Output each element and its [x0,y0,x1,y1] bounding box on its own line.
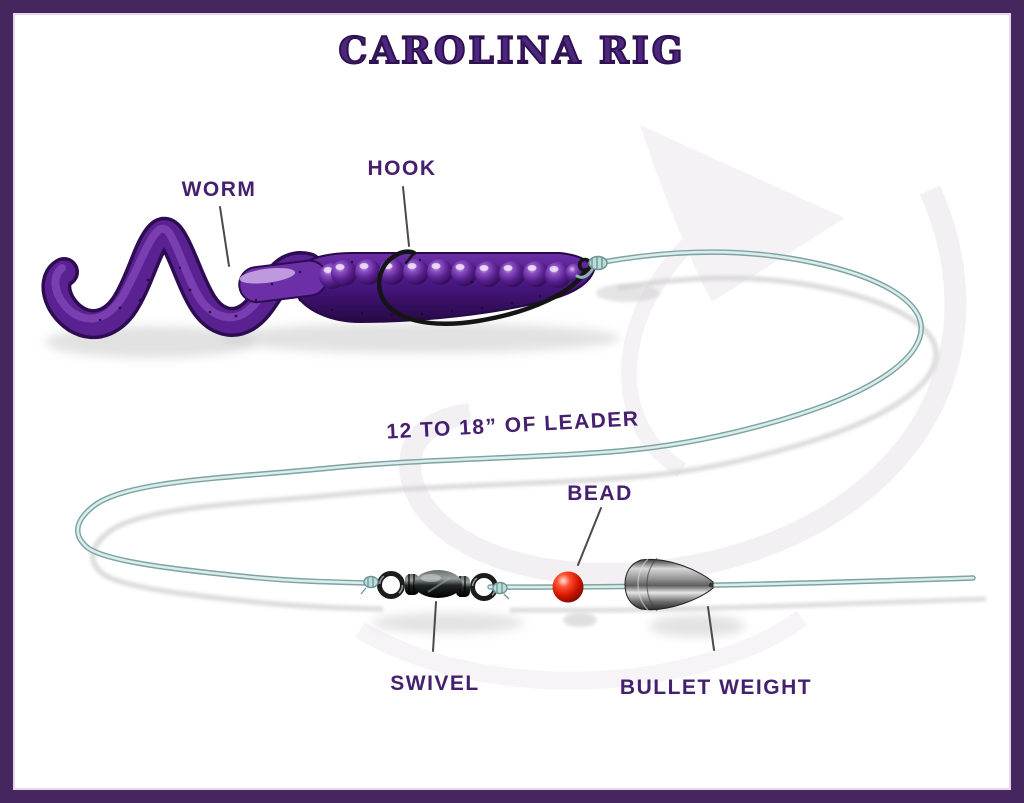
worm-graphic [41,216,596,340]
hook-label: HOOK [367,157,437,180]
bead-graphic [552,571,584,603]
worm-label: WORM [181,178,257,201]
diagram-title: CAROLINA RIG [338,29,686,73]
watermark-logo [355,125,967,690]
swivel-graphic [360,570,510,601]
pointer-lines [219,186,715,652]
bullet-weight-graphic [624,557,714,612]
swivel-label: SWIVEL [390,672,480,695]
line-knot [575,255,608,279]
bullet-weight-label: BULLET WEIGHT [619,676,813,699]
worm-speckles [98,252,542,322]
bead-label: BEAD [567,482,633,505]
